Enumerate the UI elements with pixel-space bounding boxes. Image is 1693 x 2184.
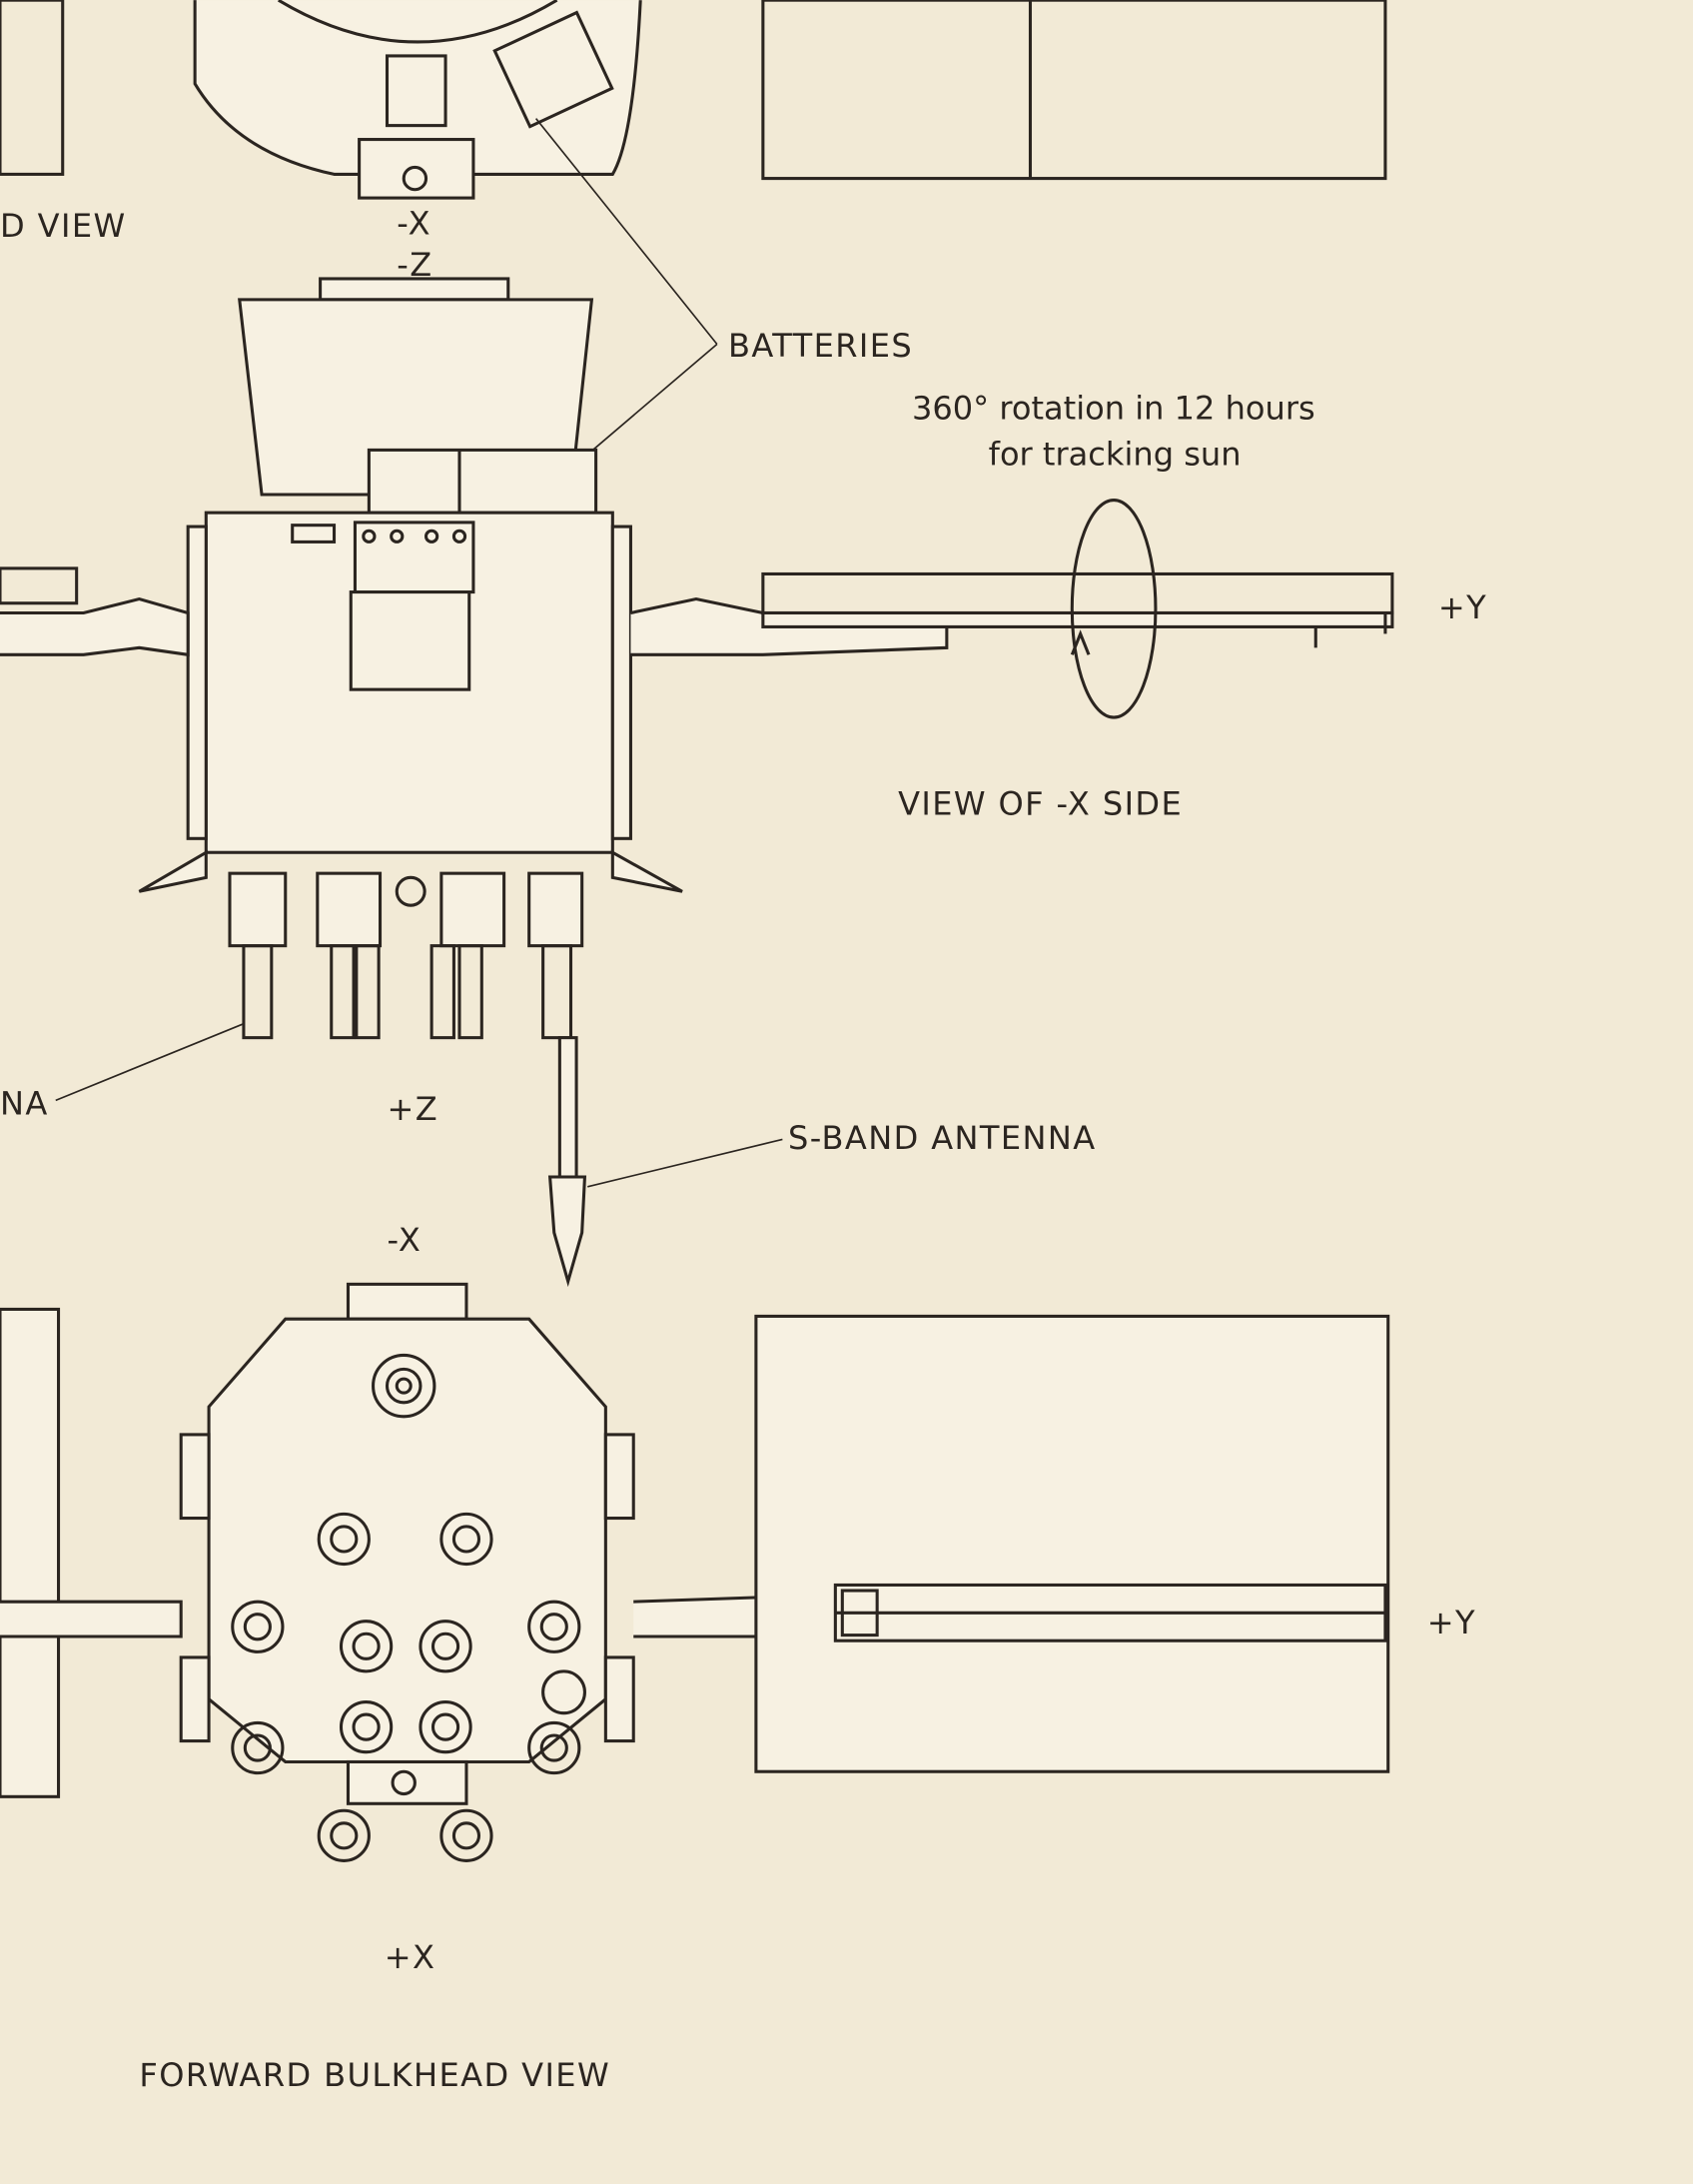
- left-bulkhead-arm: [0, 1600, 183, 1638]
- antenna-assemblies: [228, 871, 584, 1040]
- bottom-mount-tab: [346, 1759, 468, 1805]
- battery-box: [367, 448, 598, 515]
- forward-bulkhead-view: [0, 1282, 1390, 1862]
- battery-grid-1: [385, 54, 447, 128]
- left-solar-panel-edge: [0, 566, 79, 605]
- side-plus-y-label: +Y: [1438, 588, 1487, 626]
- antenna-leader-line: [55, 1022, 245, 1102]
- rotation-label-line2: for tracking sun: [989, 436, 1242, 474]
- bulkhead-body: [207, 1317, 607, 1764]
- plus-z-label: +Z: [388, 1090, 439, 1128]
- forward-bulkhead-view-title: FORWARD BULKHEAD VIEW: [139, 2056, 610, 2094]
- right-solar-panel: [761, 571, 1394, 615]
- bottom-plus-x-label: +X: [385, 1938, 436, 1976]
- s-band-antenna: [547, 1036, 587, 1288]
- s-band-antenna-label: S-BAND ANTENNA: [788, 1119, 1097, 1157]
- left-solar-panel: [0, 1307, 61, 1798]
- bottom-plus-y-label: +Y: [1427, 1604, 1476, 1641]
- s-band-leader-line: [587, 1138, 783, 1188]
- top-mount-tab: [346, 1282, 468, 1321]
- top-left-solar-panel: [0, 0, 65, 176]
- top-view-partial: [0, 0, 1387, 200]
- view-minus-x-side-title: VIEW OF -X SIDE: [898, 785, 1183, 823]
- top-minus-z-label: -Z: [397, 246, 432, 284]
- antenna-partial-label: NA: [0, 1084, 49, 1122]
- top-view-partial-label: D VIEW: [0, 207, 127, 245]
- minus-x-side-view: [0, 277, 1394, 1288]
- rotation-label-line1: 360° rotation in 12 hours: [912, 390, 1315, 428]
- bulkhead-ports: [231, 1512, 586, 1862]
- rotation-arrow: [1070, 499, 1158, 719]
- batteries-label: BATTERIES: [728, 327, 913, 365]
- instrument-package: [349, 590, 471, 691]
- battery-grid-2: [492, 10, 614, 129]
- top-right-solar-panel: [761, 0, 1387, 181]
- bottom-minus-x-label: -X: [388, 1221, 423, 1259]
- batteries-leader-line-1: [535, 118, 718, 345]
- right-solar-panel-face: [754, 1314, 1390, 1773]
- left-arm: [0, 596, 190, 657]
- top-minus-x-label: -X: [397, 204, 431, 242]
- top-body-outline: [193, 0, 642, 176]
